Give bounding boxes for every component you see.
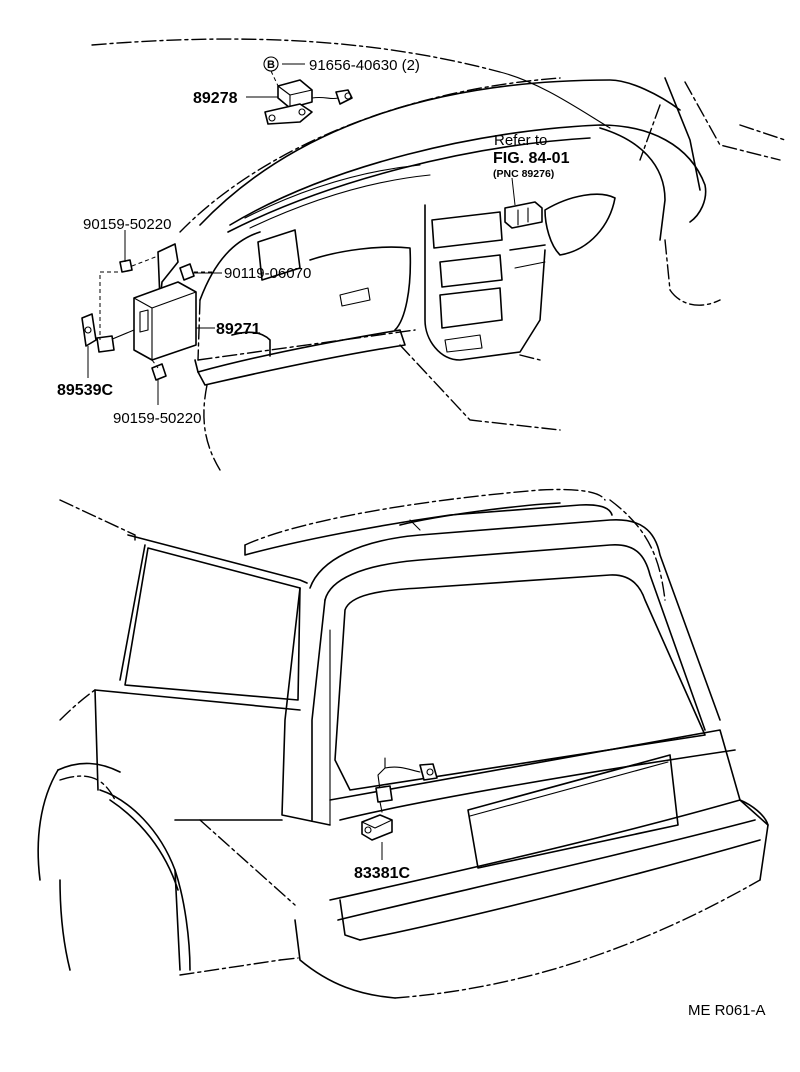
label-89278: 89278 xyxy=(193,90,238,107)
bolt-90159-bottom-shape xyxy=(151,363,167,381)
bolt-90159-top-shape xyxy=(119,259,133,273)
rear-vehicle-view xyxy=(37,488,769,999)
label-90159-50220-top: 90159-50220 xyxy=(83,216,171,233)
refer-connector xyxy=(504,177,543,229)
bolt-marker-text: B xyxy=(267,59,275,71)
upper-leaders xyxy=(87,63,305,405)
label-89271: 89271 xyxy=(216,321,261,338)
label-pnc-89276: (PNC 89276) xyxy=(493,168,554,180)
part-89278-buzzer: B xyxy=(263,56,353,125)
part-89271-module xyxy=(81,243,215,381)
label-90119-06070: 90119-06070 xyxy=(224,265,311,282)
label-89539c: 89539C xyxy=(57,382,113,399)
label-91656-40630: 91656-40630 (2) xyxy=(309,57,420,74)
label-90159-50220-bottom: 90159-50220 xyxy=(113,410,201,427)
instrument-panel-view xyxy=(91,38,786,471)
figure-code: ME R061-A xyxy=(688,1002,766,1019)
labels: 91656-40630 (2) 89278 Refer to FIG. 84-0… xyxy=(57,57,766,1019)
label-refer-to: Refer to xyxy=(494,132,547,149)
part-83381c-switch xyxy=(361,757,438,860)
screw-90119-shape xyxy=(179,263,195,281)
label-83381c: 83381C xyxy=(354,865,410,882)
label-fig-84-01: FIG. 84-01 xyxy=(493,150,570,167)
